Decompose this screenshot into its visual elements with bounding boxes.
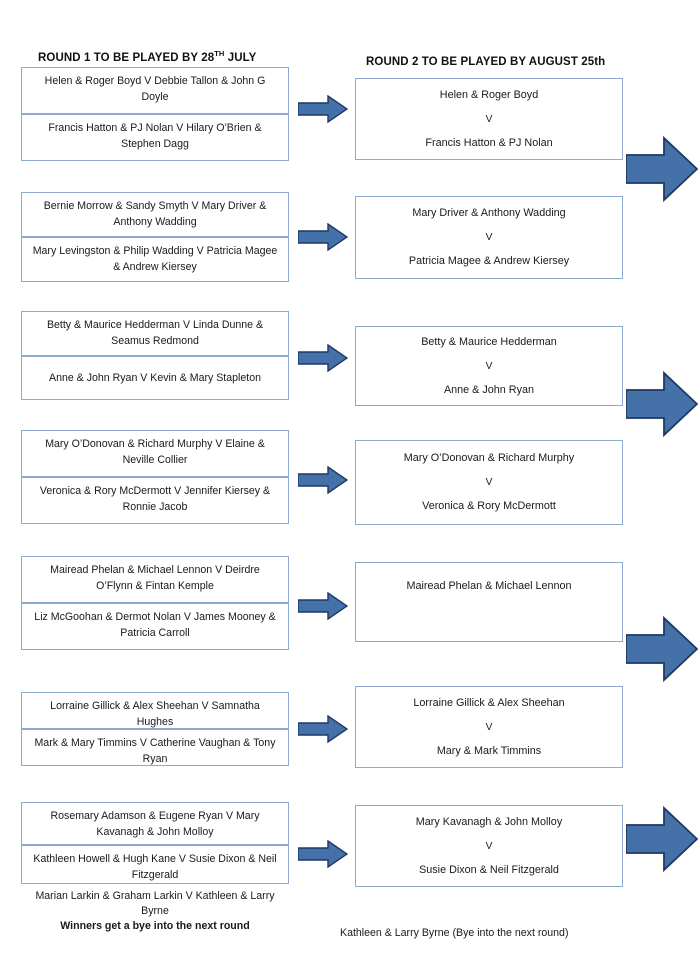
round1-match-box[interactable]: Mary Levingston & Philip Wadding V Patri…: [21, 237, 289, 282]
round2-bottom-team: Mary & Mark Timmins: [436, 744, 542, 757]
round2-match-box[interactable]: Mary O’Donovan & Richard Murphy V Veroni…: [355, 440, 623, 525]
round1-match-box[interactable]: Betty & Maurice Hedderman V Linda Dunne …: [21, 311, 289, 356]
arrow-right-icon: [298, 95, 348, 123]
round2-bottom-team: Susie Dixon & Neil Fitzgerald: [419, 863, 559, 876]
round1-match-box[interactable]: Veronica & Rory McDermott V Jennifer Kie…: [21, 477, 289, 524]
round-2-header: ROUND 2 TO BE PLAYED BY AUGUST 25th: [366, 56, 606, 68]
round-1-header: ROUND 1 TO BE PLAYED BY 28TH JULY: [38, 49, 257, 64]
round1-group-7: Rosemary Adamson & Eugene Ryan V Mary Ka…: [21, 802, 289, 884]
arrow-right-icon: [626, 805, 698, 873]
round2-vs-label: V: [485, 360, 493, 372]
round2-top-team: Mary Kavanagh & John Molloy: [415, 815, 563, 828]
round1-group-1: Helen & Roger Boyd V Debbie Tallon & Joh…: [21, 67, 289, 161]
round1-group-3: Betty & Maurice Hedderman V Linda Dunne …: [21, 311, 289, 400]
round1-group-5: Mairead Phelan & Michael Lennon V Deirdr…: [21, 556, 289, 650]
round1-match-text: Mairead Phelan & Michael Lennon V Deirdr…: [50, 564, 260, 592]
round1-match-text: Helen & Roger Boyd V Debbie Tallon & Joh…: [44, 75, 266, 103]
arrow-right-icon: [298, 466, 348, 494]
round-1-header-post: JULY: [224, 52, 257, 64]
round1-match-text: Anne & John Ryan V Kevin & Mary Stapleto…: [49, 372, 261, 384]
round-1-header-pre: ROUND 1 TO BE PLAYED BY 28: [38, 52, 215, 64]
round2-bye-note: Kathleen & Larry Byrne (Bye into the nex…: [340, 927, 569, 939]
round2-vs-label: V: [485, 113, 493, 125]
round2-match-box[interactable]: Helen & Roger Boyd V Francis Hatton & PJ…: [355, 78, 623, 160]
round1-group-4: Mary O’Donovan & Richard Murphy V Elaine…: [21, 430, 289, 524]
round1-match-box[interactable]: Bernie Morrow & Sandy Smyth V Mary Drive…: [21, 192, 289, 237]
round2-bottom-team: Veronica & Rory McDermott: [422, 500, 556, 512]
arrow-right-icon: [626, 135, 698, 203]
round2-vs-label: V: [485, 477, 493, 488]
round1-match-text: Bernie Morrow & Sandy Smyth V Mary Drive…: [43, 200, 267, 228]
round1-group-2: Bernie Morrow & Sandy Smyth V Mary Drive…: [21, 192, 289, 282]
round2-bottom-team: Patricia Magee & Andrew Kiersey: [408, 255, 570, 267]
round1-match-box[interactable]: Kathleen Howell & Hugh Kane V Susie Dixo…: [21, 845, 289, 884]
round2-bottom-team: Anne & John Ryan: [443, 383, 535, 396]
round-1-header-ordinal: TH: [214, 49, 225, 59]
round2-top-team: Mary O’Donovan & Richard Murphy: [403, 452, 575, 464]
round1-match-box[interactable]: Helen & Roger Boyd V Debbie Tallon & Joh…: [21, 67, 289, 114]
round1-match-box[interactable]: Francis Hatton & PJ Nolan V Hilary O’Bri…: [21, 114, 289, 161]
round1-match-box[interactable]: Mairead Phelan & Michael Lennon V Deirdr…: [21, 556, 289, 603]
round2-vs-label: V: [485, 721, 493, 733]
round1-match-box[interactable]: Lorraine Gillick & Alex Sheehan V Samnat…: [21, 692, 289, 729]
round1-match-text: Mary Levingston & Philip Wadding V Patri…: [32, 245, 278, 273]
round1-match-text: Kathleen Howell & Hugh Kane V Susie Dixo…: [33, 853, 277, 881]
arrow-right-icon: [298, 344, 348, 372]
round1-match-box[interactable]: Mark & Mary Timmins V Catherine Vaughan …: [21, 729, 289, 766]
round2-top-team: Mairead Phelan & Michael Lennon: [406, 580, 572, 592]
arrow-right-icon: [626, 615, 698, 683]
round1-match-text: Veronica & Rory McDermott V Jennifer Kie…: [39, 485, 271, 513]
round1-match-text: Betty & Maurice Hedderman V Linda Dunne …: [46, 319, 264, 347]
round2-match-box[interactable]: Mairead Phelan & Michael Lennon: [355, 562, 623, 642]
arrow-right-icon: [298, 223, 348, 251]
round2-match-box[interactable]: Mary Driver & Anthony Wadding V Patricia…: [355, 196, 623, 279]
round1-bye-note: Winners get a bye into the next round: [60, 920, 250, 932]
round1-match-box[interactable]: Anne & John Ryan V Kevin & Mary Stapleto…: [21, 356, 289, 400]
round2-match-box[interactable]: Mary Kavanagh & John Molloy V Susie Dixo…: [355, 805, 623, 887]
round1-match-box[interactable]: Liz McGoohan & Dermot Nolan V James Moon…: [21, 603, 289, 650]
arrow-right-icon: [298, 715, 348, 743]
round1-match-text: Francis Hatton & PJ Nolan V Hilary O’Bri…: [48, 122, 262, 150]
round1-match-text: Rosemary Adamson & Eugene Ryan V Mary Ka…: [50, 810, 260, 838]
arrow-right-icon: [298, 840, 348, 868]
round2-match-box[interactable]: Betty & Maurice Hedderman V Anne & John …: [355, 326, 623, 406]
round2-bottom-team: Francis Hatton & PJ Nolan: [425, 136, 553, 149]
arrow-right-icon: [626, 370, 698, 438]
round2-top-team: Mary Driver & Anthony Wadding: [412, 207, 566, 219]
round1-match-text: Lorraine Gillick & Alex Sheehan V Samnat…: [50, 700, 260, 728]
round2-vs-label: V: [485, 840, 493, 852]
round1-match-text: Mark & Mary Timmins V Catherine Vaughan …: [34, 737, 276, 765]
round1-match-box[interactable]: Rosemary Adamson & Eugene Ryan V Mary Ka…: [21, 802, 289, 845]
round1-match-box[interactable]: Mary O’Donovan & Richard Murphy V Elaine…: [21, 430, 289, 477]
round1-group-6: Lorraine Gillick & Alex Sheehan V Samnat…: [21, 692, 289, 766]
round1-match-text: Mary O’Donovan & Richard Murphy V Elaine…: [45, 438, 265, 466]
arrow-right-icon: [298, 592, 348, 620]
round2-top-team: Betty & Maurice Hedderman: [421, 335, 557, 348]
round2-match-box[interactable]: Lorraine Gillick & Alex Sheehan V Mary &…: [355, 686, 623, 768]
round2-top-team: Lorraine Gillick & Alex Sheehan: [413, 696, 565, 709]
round2-vs-label: V: [485, 232, 493, 243]
round2-top-team: Helen & Roger Boyd: [439, 88, 539, 101]
round1-overflow-match-note: Marian Larkin & Graham Larkin V Kathleen…: [35, 890, 275, 917]
round1-match-text: Liz McGoohan & Dermot Nolan V James Moon…: [34, 611, 276, 639]
